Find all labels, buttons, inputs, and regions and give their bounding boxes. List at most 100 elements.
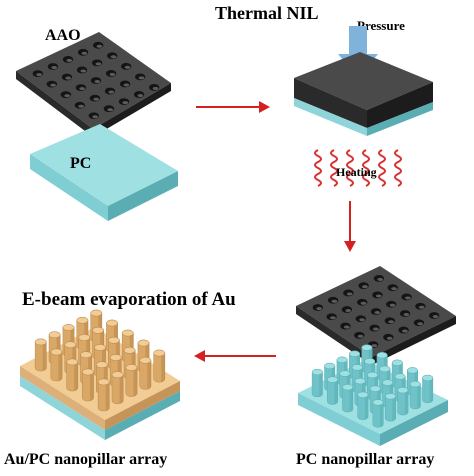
pressed-mold-top (294, 52, 433, 110)
aao-hole-highlight (137, 93, 144, 98)
pc-pillar-top (336, 356, 348, 363)
demold-hole-highlight (330, 316, 336, 320)
aao-hole-highlight (95, 62, 102, 66)
aao-mold-front-right (93, 83, 171, 137)
au-pillar-top (97, 378, 110, 386)
aao-hole-highlight (107, 108, 114, 112)
pc-pillar-top (376, 352, 388, 359)
heating-icon (314, 149, 402, 187)
pc-pillar-top (369, 385, 381, 392)
pc-pillar-shade (349, 387, 353, 412)
demold-mold-front-left (296, 306, 372, 365)
au-pillar-top (106, 319, 118, 327)
demold-hole-highlight (372, 327, 379, 331)
demold-hole-highlight (417, 322, 424, 326)
au-pillar-top (108, 336, 120, 344)
aao-hole-highlight (79, 87, 86, 91)
demold-mold-front-right (372, 316, 456, 365)
au-pillar-top (80, 351, 92, 359)
demold-hole-highlight (403, 312, 410, 317)
au-pc-nanopillar-array (20, 309, 180, 440)
pc-pillar-top (361, 344, 373, 351)
pc-pillar-top (394, 373, 406, 380)
heat-wave (314, 149, 322, 187)
aao-hole-highlight (110, 55, 117, 59)
demold-hole-highlight (331, 299, 338, 303)
demold-hole-highlight (345, 308, 352, 313)
pc-pillar-top (391, 359, 403, 366)
au-pillar-top (94, 344, 106, 351)
au-pillar-top (123, 346, 136, 354)
aao-hole-highlight (51, 65, 58, 70)
arrow-left-bottom (194, 350, 276, 362)
pressed-stack (294, 52, 433, 136)
aao-hole-highlight (109, 72, 116, 76)
aao-hole-highlight (36, 73, 42, 77)
au-pillar-top (66, 358, 79, 366)
pc-slab-front-left (30, 154, 108, 221)
pc-pillar-top (342, 384, 354, 391)
pc-pillar-shade (379, 402, 384, 427)
heat-wave (394, 149, 402, 187)
pc-pillar-top (407, 367, 418, 374)
au-pillars (34, 309, 166, 412)
au-pillar-top (125, 364, 138, 371)
aao-hole-highlight (93, 97, 100, 101)
demold-mold (296, 266, 456, 365)
pc-pillar-top (409, 380, 421, 388)
pressed-pc-side (367, 102, 433, 136)
aao-hole-highlight (138, 76, 145, 80)
pc-pillar-shade (319, 372, 323, 397)
aao-hole-highlight (122, 101, 129, 105)
au-pillar-top (62, 324, 75, 331)
au-array-pc-front (20, 376, 105, 440)
pc-pillar-top (351, 364, 363, 371)
au-pillar-top (153, 349, 166, 357)
au-pillar-top (109, 354, 122, 361)
pc-array-base-front (298, 393, 380, 446)
aao-label: AAO (45, 27, 81, 44)
pc-pillar-top (354, 378, 366, 385)
pc-slab-top (30, 124, 178, 206)
aao-hole-highlight (64, 94, 70, 98)
pc-nanopillar-array (298, 344, 448, 446)
demold-hole-highlight (359, 318, 365, 322)
aao-hole-highlight (108, 90, 115, 94)
demold-hole-highlight (375, 294, 382, 298)
au-pillar-shade (89, 371, 94, 401)
demold-hole-highlight (346, 292, 353, 296)
demold-hole-highlight (360, 301, 367, 305)
au-pillar-top (48, 331, 61, 339)
aao-mold (16, 32, 171, 137)
aao-hole-highlight (123, 83, 130, 87)
demold-hole-highlight (362, 285, 368, 289)
pc-label: PC (70, 155, 91, 172)
pc-pillar-top (367, 371, 378, 379)
demold-hole-highlight (374, 310, 381, 315)
au-pillar-top (96, 361, 108, 369)
aao-hole-highlight (124, 65, 131, 69)
pc-nanopillar-array-label: PC nanopillar array (296, 451, 434, 468)
au-pillar-shade (161, 353, 165, 382)
pc-slab (30, 124, 178, 221)
au-array-base-front (20, 366, 105, 430)
demold-hole-highlight (316, 306, 322, 311)
aao-hole-highlight (94, 79, 101, 84)
heating-label: Heating (336, 165, 377, 179)
pc-pillars (311, 344, 434, 428)
au-pillar-shade (147, 360, 151, 390)
demold-mold-holes (312, 275, 440, 348)
aao-hole-highlight (92, 115, 98, 119)
au-pillar-shade (58, 351, 63, 381)
demold-hole-highlight (357, 334, 364, 338)
pressed-mold-front (294, 78, 367, 128)
pc-pillar-top (357, 391, 369, 398)
aao-hole-highlight (50, 83, 56, 87)
au-pillar-top (82, 368, 94, 376)
pc-array-base-side (380, 400, 448, 446)
pc-pillar-shade (392, 396, 396, 421)
ebeam-label: E-beam evaporation of Au (22, 289, 236, 310)
heat-wave (362, 149, 370, 187)
pc-pillar-top (339, 370, 351, 377)
